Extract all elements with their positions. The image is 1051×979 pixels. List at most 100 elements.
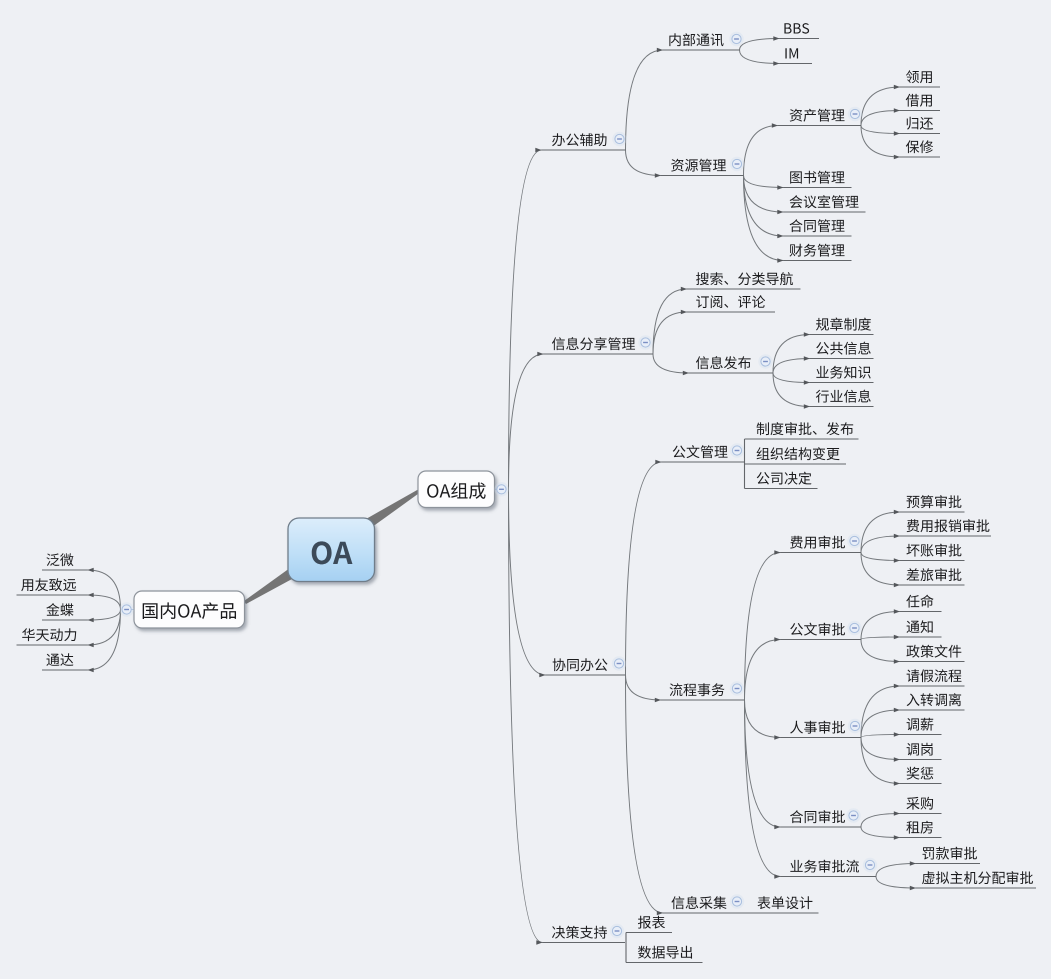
collapse-button[interactable] (612, 131, 627, 147)
topic-label[interactable]: 资产管理 (789, 106, 845, 126)
topic-label[interactable]: 泛微 (46, 550, 74, 570)
arrowhead (777, 209, 784, 215)
topic-label[interactable]: 业务审批流 (790, 857, 860, 877)
topic-label[interactable]: IM (784, 44, 799, 64)
topic-label[interactable]: 罚款审批 (922, 844, 978, 864)
topic-label[interactable]: 华天动力 (22, 625, 78, 645)
connector-line (772, 334, 811, 374)
topic-label[interactable]: 内部通讯 (668, 30, 724, 50)
topic-label[interactable]: 预算审批 (906, 492, 962, 512)
topic-label[interactable]: 数据导出 (638, 943, 694, 963)
topic-label[interactable]: 资源管理 (671, 156, 727, 176)
topic-label[interactable]: 信息分享管理 (552, 334, 636, 354)
topic-label[interactable]: 会议室管理 (789, 192, 859, 212)
topic-label[interactable]: 虚拟主机分配审批 (922, 868, 1034, 888)
topic-label[interactable]: 办公辅助 (552, 130, 608, 150)
topic-label[interactable]: 通知 (906, 617, 934, 637)
collapse-button[interactable] (846, 808, 861, 823)
topic-label[interactable]: 合同审批 (790, 807, 846, 827)
collapse-button[interactable] (119, 602, 134, 617)
topic-label[interactable]: 表单设计 (757, 893, 813, 913)
topic-label[interactable]: 行业信息 (816, 387, 872, 407)
connector-line (744, 699, 781, 877)
topic-label[interactable]: 公文管理 (672, 442, 728, 462)
collapse-button[interactable] (847, 620, 862, 636)
topic-label[interactable]: 保修 (906, 137, 934, 157)
main-topic-box[interactable] (133, 590, 246, 629)
arrowhead (87, 592, 94, 598)
topic-label[interactable]: 金蝶 (46, 600, 74, 620)
arrowhead (893, 509, 900, 515)
connector-line (508, 488, 543, 943)
topic-label[interactable]: 组织结构变更 (756, 444, 840, 464)
topic-label[interactable]: 任命 (906, 592, 934, 612)
topic-label[interactable]: 制度审批、发布 (756, 419, 854, 439)
collapse-button[interactable] (847, 718, 863, 734)
topic-label[interactable]: 领用 (906, 67, 934, 87)
topic-label[interactable]: OA组成 (426, 477, 486, 503)
topic-label[interactable]: 订阅、评论 (696, 292, 766, 312)
topic-label[interactable]: 借用 (906, 91, 934, 111)
topic-label[interactable]: 报表 (638, 913, 666, 933)
connector-line (625, 461, 662, 676)
collapse-button[interactable] (729, 681, 745, 696)
topic-label[interactable]: 公文审批 (790, 620, 846, 640)
collapse-button[interactable] (729, 894, 745, 909)
topic-label[interactable]: 费用报销审批 (906, 516, 990, 536)
topic-label[interactable]: 坏账审批 (906, 541, 962, 561)
collapse-button[interactable] (729, 443, 745, 458)
collapse-button[interactable] (494, 482, 509, 497)
central-topic-box[interactable] (287, 517, 376, 583)
branch-wedge (244, 568, 295, 605)
topic-label[interactable]: 政策文件 (906, 642, 962, 662)
topic-label[interactable]: 公共信息 (816, 339, 872, 359)
arrowhead (536, 940, 543, 945)
topic-label[interactable]: 采购 (906, 794, 934, 814)
topic-label[interactable]: 租房 (906, 818, 934, 838)
topic-label[interactable]: 图书管理 (789, 168, 845, 188)
topic-label[interactable]: 搜索、分类导航 (696, 269, 794, 289)
collapse-button[interactable] (609, 923, 625, 939)
main-topic[interactable]: OA组成 (417, 470, 496, 509)
arrowhead (680, 309, 687, 315)
topic-label[interactable]: 信息采集 (671, 893, 727, 913)
topic-label[interactable]: 归还 (906, 114, 934, 134)
topic-label[interactable]: 调薪 (906, 715, 934, 735)
topic-label[interactable]: 差旅审批 (906, 565, 962, 585)
main-topic[interactable]: 国内OA产品 (133, 590, 246, 629)
topic-label[interactable]: BBS (783, 19, 810, 39)
collapse-button[interactable] (729, 31, 744, 47)
collapse-button[interactable] (847, 533, 862, 549)
collapse-button[interactable] (758, 354, 773, 369)
arrowhead (803, 404, 810, 409)
topic-label[interactable]: 合同管理 (789, 216, 845, 236)
topic-label[interactable]: 业务知识 (816, 363, 872, 383)
topic-label[interactable]: 流程事务 (669, 680, 725, 700)
topic-label[interactable]: 用友致远 (21, 575, 77, 595)
arrowhead (909, 861, 916, 866)
topic-label[interactable]: OA (310, 529, 353, 573)
topic-label[interactable]: 通达 (46, 650, 74, 670)
topic-label[interactable]: 国内OA产品 (141, 598, 237, 624)
collapse-button[interactable] (847, 106, 863, 122)
collapse-button[interactable] (611, 656, 627, 671)
topic-label[interactable]: 请假流程 (906, 666, 962, 686)
topic-label[interactable]: 奖惩 (906, 764, 934, 784)
topic-label[interactable]: 调岗 (906, 740, 934, 760)
collapse-button[interactable] (729, 156, 745, 172)
main-topic-box[interactable] (417, 470, 496, 509)
topic-label[interactable]: 入转调离 (906, 690, 962, 710)
topic-label[interactable]: 决策支持 (552, 923, 608, 943)
topic-label[interactable]: 人事审批 (790, 718, 846, 738)
topic-label[interactable]: 协同办公 (552, 655, 608, 675)
topic-label[interactable]: 规章制度 (816, 315, 872, 335)
arrowhead (893, 659, 900, 664)
collapse-button[interactable] (862, 857, 878, 873)
topic-label[interactable]: 公司决定 (756, 469, 812, 489)
central-topic[interactable]: OA (287, 517, 376, 583)
topic-label[interactable]: 费用审批 (790, 533, 846, 553)
topic-label[interactable]: 财务管理 (789, 241, 845, 261)
topic-label[interactable]: 信息发布 (696, 353, 752, 373)
collapse-button[interactable] (638, 335, 653, 350)
